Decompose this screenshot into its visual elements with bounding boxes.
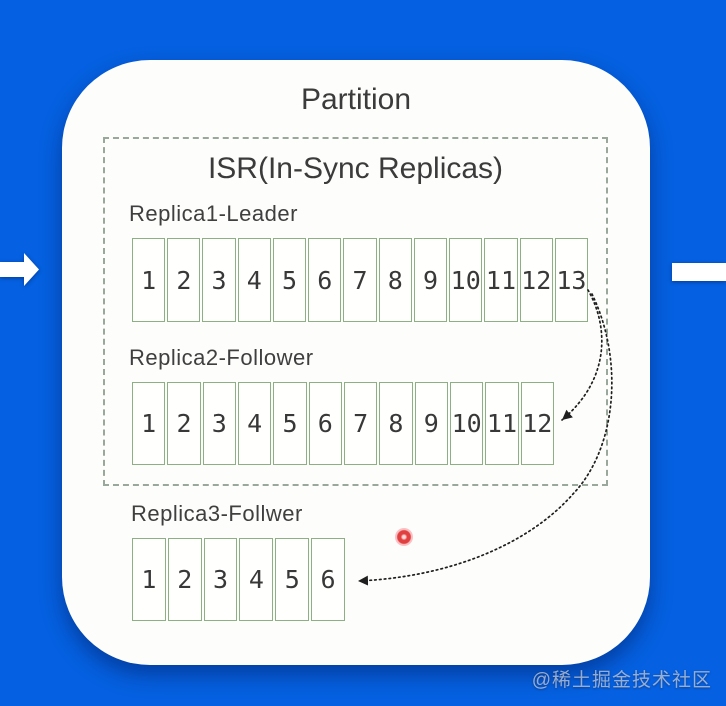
inbound-flow-arrow-icon — [0, 253, 39, 286]
log-entry-cell: 3 — [202, 382, 236, 465]
log-entry-cell: 2 — [167, 538, 202, 621]
log-entry-cell: 4 — [239, 538, 274, 621]
log-entry-cell: 5 — [275, 538, 310, 621]
log-entry-cell: 7 — [343, 382, 378, 465]
log-entry-cell: 2 — [167, 382, 201, 465]
log-entry-cell: 10 — [449, 382, 484, 465]
log-entry-cell: 10 — [449, 238, 483, 322]
log-entry-cell: 6 — [308, 382, 342, 465]
log-entry-cell: 1 — [132, 538, 166, 621]
replica2-follower-label: Replica2-Follower — [129, 345, 314, 370]
log-entry-cell: 5 — [273, 382, 307, 465]
outbound-flow-arrow-icon — [672, 263, 726, 281]
log-entry-cell: 8 — [379, 382, 413, 465]
partition-title: Partition — [300, 83, 412, 116]
replica3-follower-label: Replica3-Follwer — [131, 501, 303, 526]
log-entry-cell: 8 — [378, 238, 412, 322]
laser-pointer-dot — [395, 528, 413, 546]
log-entry-cell: 11 — [485, 382, 519, 465]
log-entry-cell: 4 — [237, 238, 271, 322]
log-entry-cell: 11 — [484, 238, 518, 322]
partition-card: Partition ISR(In-Sync Replicas) Replica1… — [62, 60, 650, 665]
log-entry-cell: 12 — [519, 238, 553, 322]
log-entry-cell: 6 — [308, 238, 342, 322]
log-entry-cell: 6 — [311, 538, 345, 621]
log-entry-cell: 12 — [520, 382, 554, 465]
watermark-text: @稀土掘金技术社区 — [531, 670, 712, 691]
log-entry-cell: 9 — [414, 382, 448, 465]
log-entry-cell: 2 — [167, 238, 201, 322]
isr-title: ISR(In-Sync Replicas) — [207, 152, 504, 185]
log-entry-cell: 7 — [343, 238, 377, 322]
log-entry-cell: 13 — [554, 238, 589, 322]
log-entry-cell: 1 — [132, 382, 166, 465]
log-entry-cell: 3 — [202, 238, 236, 322]
log-entry-cell: 9 — [413, 238, 448, 322]
replica1-leader-label: Replica1-Leader — [129, 201, 298, 226]
log-entry-cell: 3 — [203, 538, 238, 621]
log-entry-cell: 1 — [132, 238, 166, 322]
log-entry-cell: 4 — [237, 382, 272, 465]
log-entry-cell: 5 — [272, 238, 307, 322]
